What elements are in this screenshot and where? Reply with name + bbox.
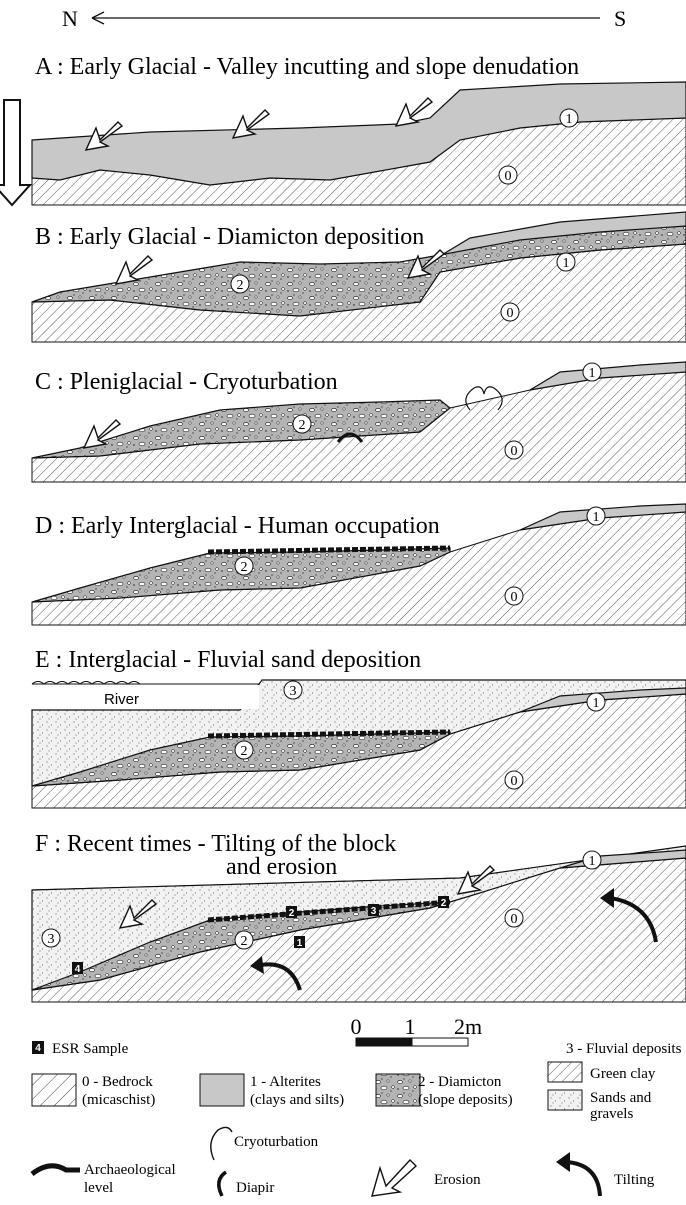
svg-text:0: 0	[351, 1014, 362, 1039]
panel-e: E : Interglacial - Fluvial sand depositi…	[32, 647, 686, 808]
bedrock-swatch	[32, 1074, 76, 1106]
river-label: River	[104, 691, 139, 708]
panel-e-heading: E : Interglacial - Fluvial sand depositi…	[35, 647, 421, 673]
cryoturbation-icon	[211, 1127, 232, 1160]
svg-text:4: 4	[75, 964, 81, 975]
svg-text:1: 1	[297, 938, 303, 949]
svg-text:1: 1	[593, 696, 600, 711]
scale-bar: 0 1 2m	[351, 1014, 483, 1046]
sands-swatch	[548, 1090, 582, 1110]
panel-c-heading: C : Pleniglacial - Cryoturbation	[35, 369, 338, 395]
north-label: N	[62, 6, 78, 31]
panel-a: A : Early Glacial - Valley incutting and…	[0, 54, 686, 205]
svg-text:Sands and: Sands and	[590, 1090, 652, 1106]
svg-text:1: 1	[589, 366, 596, 381]
svg-text:2: 2	[241, 560, 248, 575]
erosion-arrow-icon	[372, 1160, 416, 1196]
svg-text:2: 2	[441, 898, 447, 909]
svg-text:3 - Fluvial deposits: 3 - Fluvial deposits	[566, 1041, 682, 1057]
green-clay-swatch	[548, 1062, 582, 1082]
incision-arrow-icon	[0, 100, 30, 205]
svg-text:2 - Diamicton: 2 - Diamicton	[418, 1074, 502, 1090]
svg-text:0: 0	[507, 306, 514, 321]
svg-text:2: 2	[299, 418, 306, 433]
svg-text:4: 4	[35, 1043, 41, 1054]
tilting-arrow-icon	[566, 1162, 600, 1196]
svg-text:0: 0	[511, 912, 518, 927]
panel-b-heading: B : Early Glacial - Diamicton deposition	[35, 224, 424, 250]
svg-text:(micaschist): (micaschist)	[82, 1092, 155, 1108]
svg-text:1: 1	[405, 1014, 416, 1039]
panel-d: D : Early Interglacial - Human occupatio…	[32, 504, 686, 625]
svg-text:Tilting: Tilting	[614, 1172, 655, 1188]
svg-text:3: 3	[48, 932, 55, 947]
svg-text:0: 0	[511, 774, 518, 789]
diamicton-swatch	[376, 1074, 420, 1106]
diapir-icon	[219, 1172, 226, 1196]
svg-text:1 - Alterites: 1 - Alterites	[250, 1074, 321, 1090]
panel-b: B : Early Glacial - Diamicton deposition…	[32, 212, 686, 342]
svg-text:2: 2	[241, 934, 248, 949]
svg-text:0: 0	[511, 444, 518, 459]
svg-text:2: 2	[241, 744, 248, 759]
svg-text:(slope deposits): (slope deposits)	[418, 1092, 513, 1108]
panel-d-heading: D : Early Interglacial - Human occupatio…	[35, 513, 440, 539]
svg-text:0: 0	[511, 590, 518, 605]
svg-text:Archaeological: Archaeological	[84, 1162, 176, 1178]
svg-text:gravels: gravels	[590, 1106, 633, 1122]
svg-text:(clays and silts): (clays and silts)	[250, 1092, 344, 1108]
svg-text:1: 1	[563, 256, 570, 271]
alterites-swatch	[200, 1074, 244, 1106]
river-channel	[33, 685, 259, 709]
svg-text:1: 1	[566, 112, 573, 127]
panel-f: F : Recent times - Tilting of the block …	[32, 831, 686, 1002]
svg-text:3: 3	[290, 684, 297, 699]
svg-text:1: 1	[593, 510, 600, 525]
svg-text:0 - Bedrock: 0 - Bedrock	[82, 1074, 153, 1090]
svg-text:2: 2	[289, 908, 295, 919]
legend: 4 ESR Sample 0 - Bedrock (micaschist) 1 …	[32, 1041, 682, 1196]
svg-text:3: 3	[371, 906, 377, 917]
svg-text:1: 1	[589, 854, 596, 869]
panel-f-heading-line1: F : Recent times - Tilting of the block	[35, 831, 396, 857]
svg-text:level: level	[84, 1180, 113, 1196]
svg-text:2: 2	[237, 278, 244, 293]
panel-c: C : Pleniglacial - Cryoturbation 2 1 0	[32, 362, 686, 482]
panel-f-heading-line2: and erosion	[226, 854, 337, 880]
archaeological-level-icon	[32, 1166, 80, 1174]
panel-a-heading: A : Early Glacial - Valley incutting and…	[35, 54, 579, 80]
svg-text:Erosion: Erosion	[434, 1172, 481, 1188]
svg-text:Cryoturbation: Cryoturbation	[234, 1134, 319, 1150]
svg-text:2m: 2m	[454, 1014, 482, 1039]
svg-text:0: 0	[505, 169, 512, 184]
svg-text:Diapir: Diapir	[236, 1180, 274, 1196]
svg-text:ESR Sample: ESR Sample	[52, 1041, 129, 1057]
svg-text:Green clay: Green clay	[590, 1066, 656, 1082]
south-label: S	[614, 6, 626, 31]
